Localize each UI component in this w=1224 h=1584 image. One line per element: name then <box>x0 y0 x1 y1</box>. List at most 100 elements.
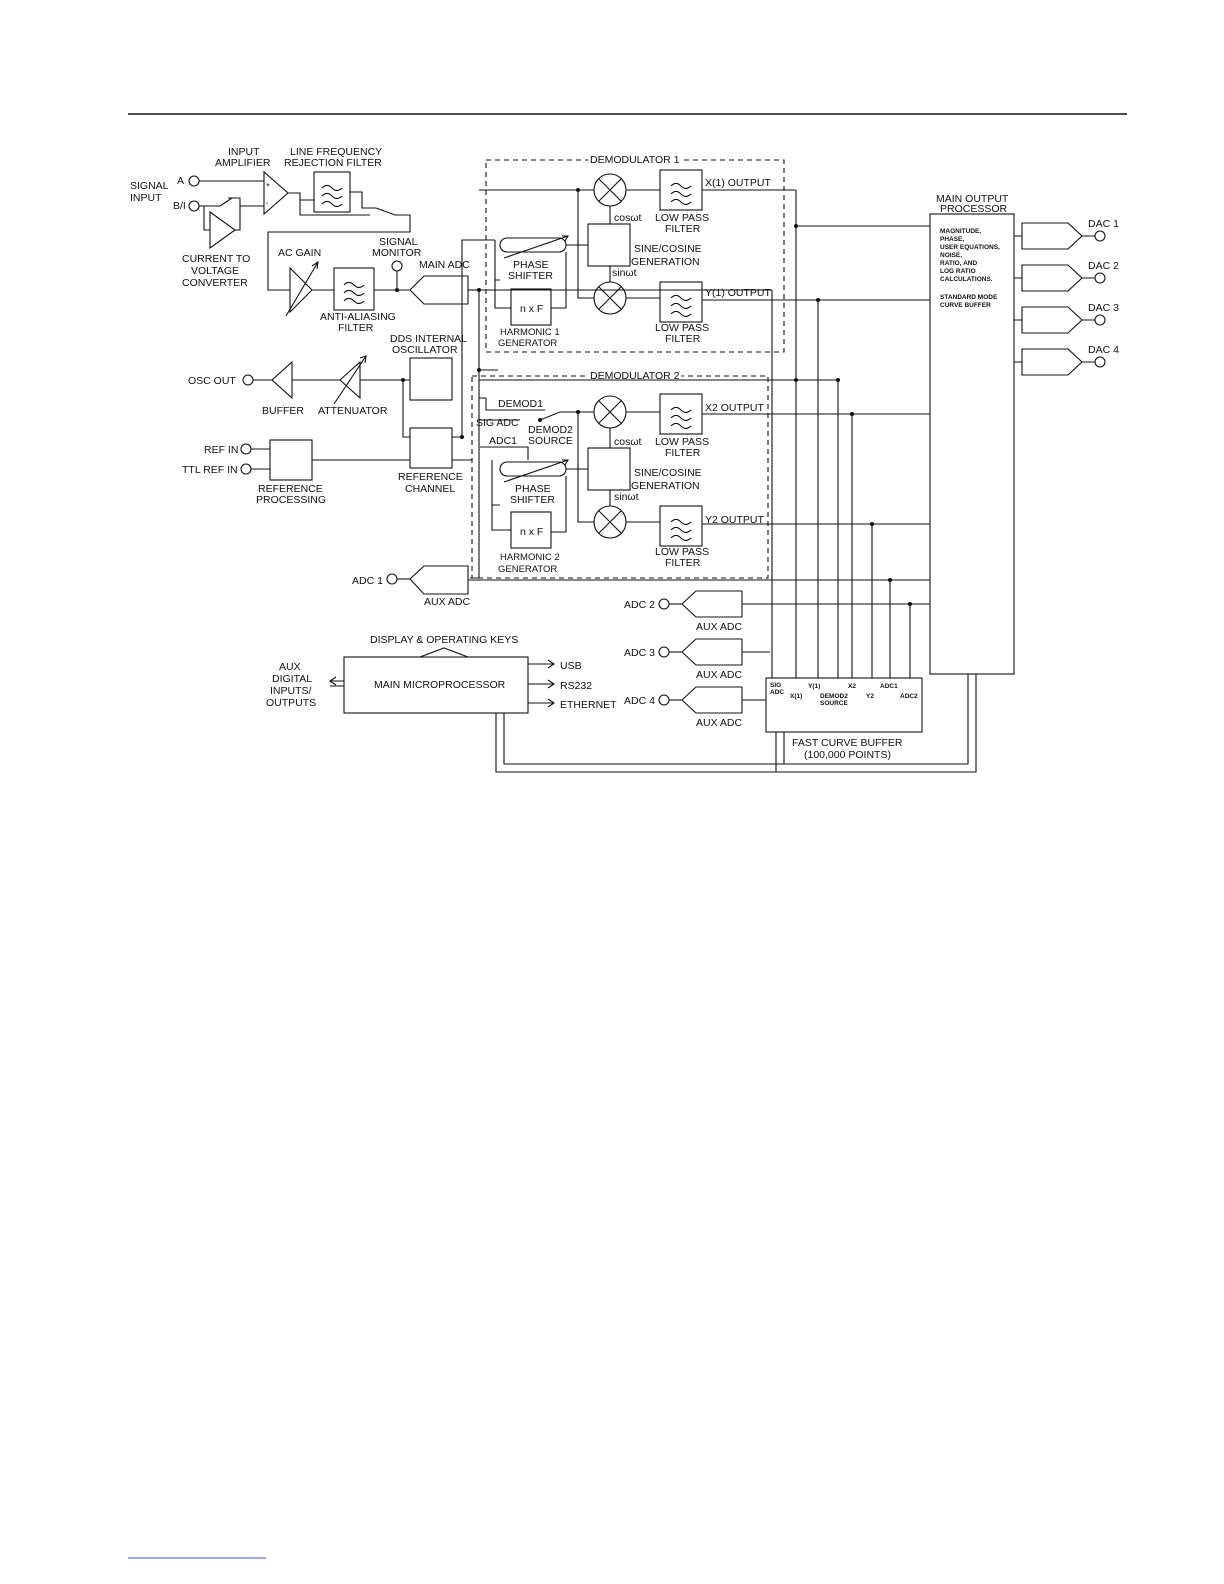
demod2-sin: sinωt <box>614 491 639 503</box>
fcb-adc1-label: ADC1 <box>880 683 898 690</box>
anti-aliasing-box <box>333 267 375 311</box>
reference-channel-label-2: CHANNEL <box>405 483 455 495</box>
buffer-label: BUFFER <box>262 405 304 417</box>
fcb-y1-label: Y(1) <box>808 683 820 690</box>
main-microprocessor-label: MAIN MICROPROCESSOR <box>374 679 506 691</box>
fcb-x1-label: X(1) <box>790 693 802 700</box>
demod1-title: DEMODULATOR 1 <box>590 154 680 166</box>
fast-curve-buffer-box <box>765 677 923 733</box>
current-converter-symbol <box>209 210 236 250</box>
fcb-adc2-label: ADC2 <box>900 693 918 700</box>
demod2-sig-adc-src: SIG ADC <box>476 417 519 429</box>
mop-label-2: PROCESSOR <box>940 203 1008 215</box>
adc4-label: ADC 4 <box>624 695 655 707</box>
fcb-sig-label-1: SIG <box>770 682 781 689</box>
adc2-label: ADC 2 <box>624 599 655 611</box>
reference-channel-label-1: REFERENCE <box>398 471 463 483</box>
dds-label-1: DDS INTERNAL <box>390 333 467 345</box>
aux-digital-label-2: DIGITAL <box>272 673 312 685</box>
demod2-boundary <box>471 375 769 579</box>
aux-adc2-symbol <box>681 590 743 618</box>
adc4-connector <box>658 694 670 706</box>
demod1-harmonic-label-2: GENERATOR <box>498 338 557 349</box>
dac4-label: DAC 4 <box>1088 344 1119 356</box>
dac3-label: DAC 3 <box>1088 302 1119 314</box>
mop-note-7: CALCULATIONS. <box>940 276 993 283</box>
reference-processing-label-2: PROCESSING <box>256 494 326 506</box>
main-microprocessor-section: MAIN MICROPROCESSOR DISPLAY & OPERATING … <box>266 634 977 773</box>
demod2-sincos-label-2: GENERATION <box>631 480 700 492</box>
demodulator-1: DEMODULATOR 1 cosωt sinωt SINE/COSINE GE… <box>479 152 930 353</box>
ethernet-label: ETHERNET <box>560 699 617 711</box>
adc3-label: ADC 3 <box>624 647 655 659</box>
demod1-phase-label-2: SHIFTER <box>508 270 553 282</box>
demod1-lpf-x-label-1: LOW PASS <box>655 212 709 224</box>
input-amplifier-symbol <box>263 170 289 216</box>
ttl-ref-in-connector <box>240 463 252 475</box>
demod2-adc1-src: ADC1 <box>489 435 517 447</box>
dac1-symbol <box>1021 222 1083 250</box>
aux-adc4-symbol <box>681 686 743 714</box>
demod1-y-output: Y(1) OUTPUT <box>705 287 772 299</box>
adc3-connector <box>658 646 670 658</box>
dac-outputs: DAC 1 DAC 2 DAC 3 DAC 4 <box>1014 218 1119 376</box>
demod2-harmonic-label-1: HARMONIC 2 <box>500 552 560 563</box>
mop-note-2: PHASE, <box>940 236 964 243</box>
aux-adc2-label: AUX ADC <box>696 621 743 633</box>
aux-adc3-symbol <box>681 638 743 666</box>
dac2-label: DAC 2 <box>1088 260 1119 272</box>
amp-plus: + <box>266 182 270 189</box>
demod1-lpf-x-label-2: FILTER <box>665 223 701 235</box>
demod2-harmonic-nxf: n x F <box>520 526 543 538</box>
fcb-x2-label: X2 <box>848 683 856 690</box>
ac-gain-label: AC GAIN <box>278 247 321 259</box>
mop-note-4: NOISE, <box>940 252 962 259</box>
input-amplifier-label-1: INPUT <box>228 146 260 158</box>
dac3-symbol <box>1021 306 1083 334</box>
demod1-x-output: X(1) OUTPUT <box>705 177 772 189</box>
dac3-connector <box>1094 314 1106 326</box>
current-converter-label-1: CURRENT TO <box>182 253 250 265</box>
demod1-sincos-label-2: GENERATION <box>631 256 700 268</box>
current-converter-label-3: CONVERTER <box>182 277 248 289</box>
signal-input-section: SIGNAL INPUT A B/I CURRENT TO VOLTAGE CO… <box>130 146 479 334</box>
osc-out-label: OSC OUT <box>188 375 236 387</box>
demod2-lpf-y-label-2: FILTER <box>665 557 701 569</box>
demod2-lpf-x-label-1: LOW PASS <box>655 436 709 448</box>
dac1-label: DAC 1 <box>1088 218 1119 230</box>
fcb-label-2: (100,000 POINTS) <box>804 749 891 761</box>
fast-curve-buffer: SIG ADC X(1) Y(1) DEMOD2 SOURCE X2 Y2 AD… <box>765 677 923 761</box>
aux-digital-label-3: INPUTS/ <box>270 685 312 697</box>
input-bi-label: B/I <box>173 200 186 212</box>
dac2-symbol <box>1021 264 1083 292</box>
dac1-connector <box>1094 230 1106 242</box>
demod2-lpf-y-label-1: LOW PASS <box>655 546 709 558</box>
signal-monitor-connector <box>391 260 403 272</box>
demod2-y-output: Y2 OUTPUT <box>705 514 765 526</box>
main-output-processor-box <box>929 213 1015 675</box>
demod1-cos: cosωt <box>614 212 642 224</box>
aux-adc-section: ADC 1 AUX ADC ADC 2 AUX ADC ADC 3 AUX AD… <box>352 565 930 729</box>
demod2-sine-cosine-box <box>587 447 631 491</box>
demod1-phase-label-1: PHASE <box>513 259 549 271</box>
fcb-label-1: FAST CURVE BUFFER <box>792 737 903 749</box>
fcb-demod2-label-1: DEMOD2 <box>820 693 848 700</box>
dds-oscillator-box <box>409 357 453 401</box>
aux-adc1-label: AUX ADC <box>424 596 471 608</box>
dac2-connector <box>1094 272 1106 284</box>
demod2-x-output: X2 OUTPUT <box>705 402 765 414</box>
line-filter-label-2: REJECTION FILTER <box>284 157 382 169</box>
demod2-lpf-y <box>659 505 703 547</box>
osc-out-connector <box>242 374 254 386</box>
demod2-harmonic-label-2: GENERATOR <box>498 564 557 575</box>
input-a-label: A <box>177 175 184 187</box>
input-a-connector <box>188 175 200 187</box>
mop-note-1: MAGNITUDE, <box>940 228 981 235</box>
aux-adc4-label: AUX ADC <box>696 717 743 729</box>
demod1-harmonic-label-1: HARMONIC 1 <box>500 327 560 338</box>
rs232-label: RS232 <box>560 680 592 692</box>
demod1-harmonic-box <box>510 288 552 326</box>
anti-aliasing-label-1: ANTI-ALIASING <box>320 311 396 323</box>
usb-label: USB <box>560 660 582 672</box>
